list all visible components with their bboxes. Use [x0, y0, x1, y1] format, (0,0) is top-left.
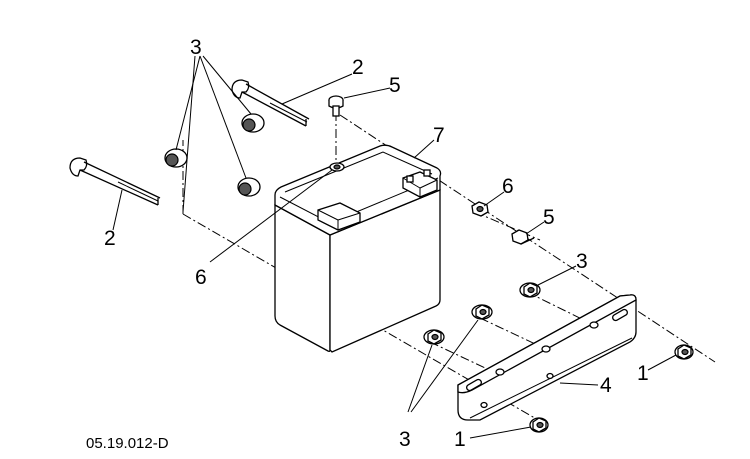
callout-2-left: 2 — [104, 227, 116, 250]
callout-1-bottom: 1 — [454, 428, 466, 451]
callout-3-right: 3 — [576, 250, 588, 273]
callout-6-right: 6 — [502, 175, 514, 198]
callout-3-top: 3 — [190, 36, 202, 59]
center-lines — [182, 112, 716, 425]
callout-5-top: 5 — [389, 74, 401, 97]
cap-group-top — [164, 113, 265, 197]
bracket-nuts — [423, 282, 541, 345]
callout-7: 7 — [433, 124, 445, 147]
bolt-right — [511, 229, 535, 245]
hold-down-rod-top — [231, 79, 310, 127]
mounting-bracket — [457, 294, 637, 421]
callout-2-top: 2 — [352, 56, 364, 79]
bolt-top — [328, 95, 344, 117]
figure-reference: 05.19.012-D — [86, 435, 169, 452]
callout-4: 4 — [600, 374, 612, 397]
battery — [274, 144, 442, 353]
callout-3-bottom: 3 — [399, 428, 411, 451]
nut-right — [471, 201, 489, 217]
leader-lines — [112, 55, 677, 439]
callout-5-right: 5 — [543, 206, 555, 229]
callout-6-left: 6 — [195, 266, 207, 289]
callout-1-right: 1 — [637, 362, 649, 385]
hold-down-rod-left — [69, 157, 161, 206]
callout-labels: 3 2 5 7 2 6 6 5 3 4 1 1 3 — [104, 36, 649, 451]
lock-nuts — [529, 344, 694, 433]
